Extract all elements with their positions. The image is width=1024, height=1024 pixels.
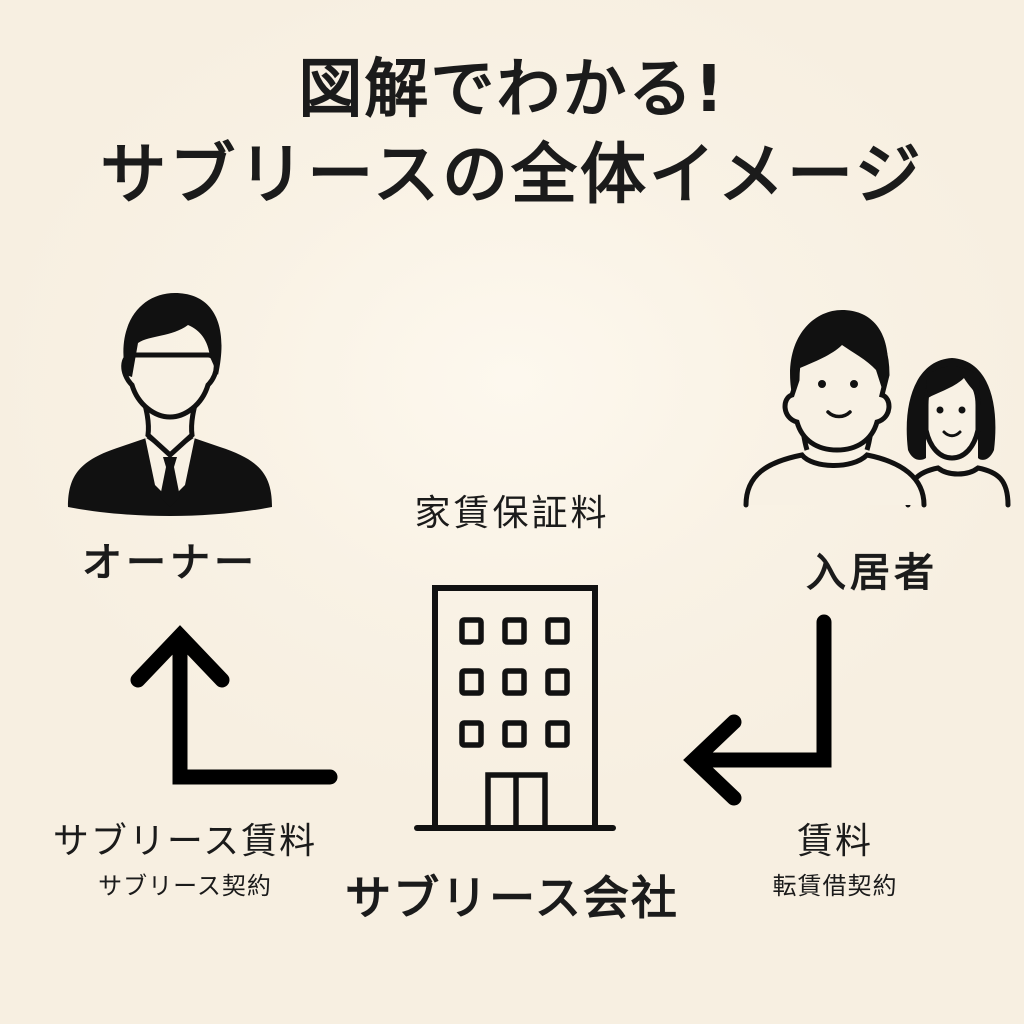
owner-label: オーナー bbox=[82, 540, 258, 586]
tenant-label: 入居者 bbox=[806, 550, 938, 596]
sublease-rent-label: サブリース賃料 bbox=[52, 821, 318, 862]
page-title-line1: 図解でわかる! bbox=[298, 53, 726, 127]
rent-label: 賃料 bbox=[796, 821, 873, 862]
guarantee-fee-label: 家賃保証料 bbox=[414, 493, 610, 534]
arrow-left-icon bbox=[683, 614, 832, 806]
rent-contract-label: 転賃借契約 bbox=[772, 872, 898, 900]
company-label: サブリース会社 bbox=[345, 871, 679, 925]
arrow-up-icon bbox=[130, 625, 338, 785]
building-icon bbox=[414, 585, 616, 831]
tenant-node: 入居者 bbox=[742, 300, 1012, 596]
businessman-icon bbox=[68, 293, 272, 516]
page-title-line2: サブリースの全体イメージ bbox=[100, 136, 924, 213]
sublease-contract-label: サブリース契約 bbox=[98, 872, 272, 900]
owner-node: オーナー bbox=[60, 285, 280, 586]
couple-icon bbox=[743, 310, 1011, 508]
